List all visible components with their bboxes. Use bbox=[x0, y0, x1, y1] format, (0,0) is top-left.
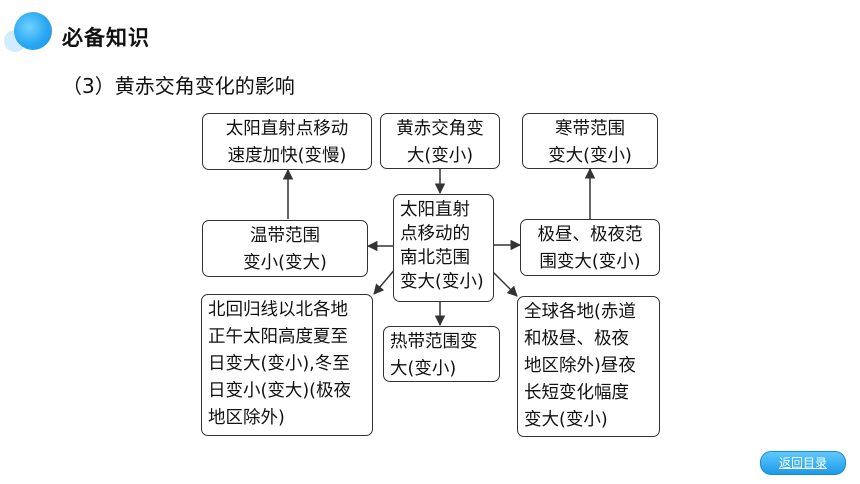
node-top-center: 黄赤交角变 大(变小) bbox=[380, 113, 500, 169]
node-middle-right: 极昼、极夜范 围变大(变小) bbox=[520, 219, 660, 276]
subtitle: （3）黄赤交角变化的影响 bbox=[62, 74, 295, 98]
node-top-left: 太阳直射点移动 速度加快(变慢) bbox=[202, 113, 372, 170]
node-center: 太阳直射 点移动的 南北范围 变大(变小) bbox=[393, 194, 494, 302]
node-bottom-center: 热带范围变 大(变小) bbox=[383, 326, 500, 382]
node-top-right: 寒带范围 变大(变小) bbox=[522, 113, 658, 169]
node-bottom-left: 北回归线以北各地 正午太阳高度夏至 日变大(变小),冬至 日变小(变大)(极夜 … bbox=[201, 294, 373, 436]
back-to-contents-button[interactable]: 返回目录 bbox=[760, 451, 846, 475]
arrow-center-to-bottomleft bbox=[373, 267, 397, 295]
arrow-center-to-bottomright bbox=[491, 270, 518, 297]
section-title: 必备知识 bbox=[62, 26, 150, 50]
node-bottom-right: 全球各地(赤道 和极昼、极夜 地区除外)昼夜 长短变化幅度 变大(变小) bbox=[517, 296, 660, 437]
node-middle-left: 温带范围 变小(变大) bbox=[202, 220, 368, 277]
header-bubble-icon bbox=[14, 12, 52, 50]
